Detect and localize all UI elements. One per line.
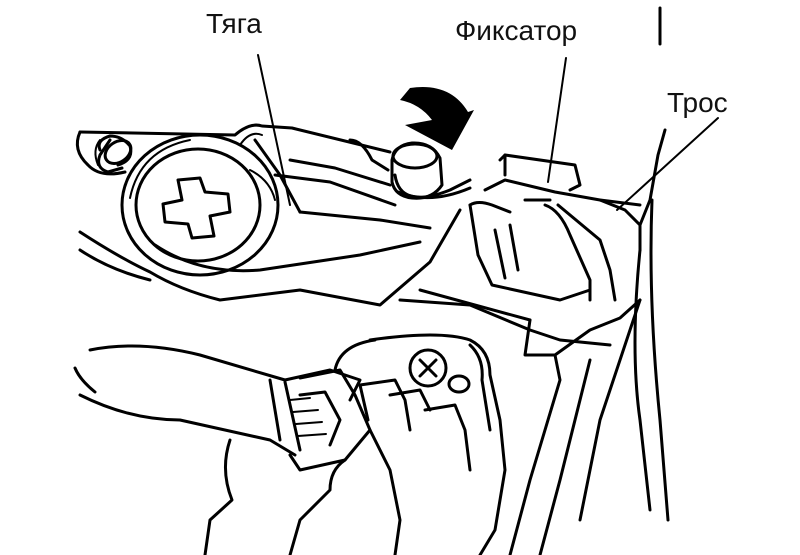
down-arrow-icon	[400, 87, 474, 150]
latch-label: Фиксатор	[455, 15, 577, 46]
bolt	[408, 348, 471, 394]
leader-lines	[257, 6, 719, 211]
cable-part	[598, 128, 670, 522]
lower-frame	[333, 288, 642, 555]
ball-pin	[390, 141, 472, 200]
rod-label: Тяга	[206, 8, 262, 39]
pivot-boss	[120, 133, 280, 277]
connector-block	[358, 378, 472, 472]
tool-handle	[73, 344, 402, 555]
latch-part	[468, 153, 642, 302]
mount-ring	[94, 139, 133, 166]
cable-label: Трос	[667, 87, 728, 118]
